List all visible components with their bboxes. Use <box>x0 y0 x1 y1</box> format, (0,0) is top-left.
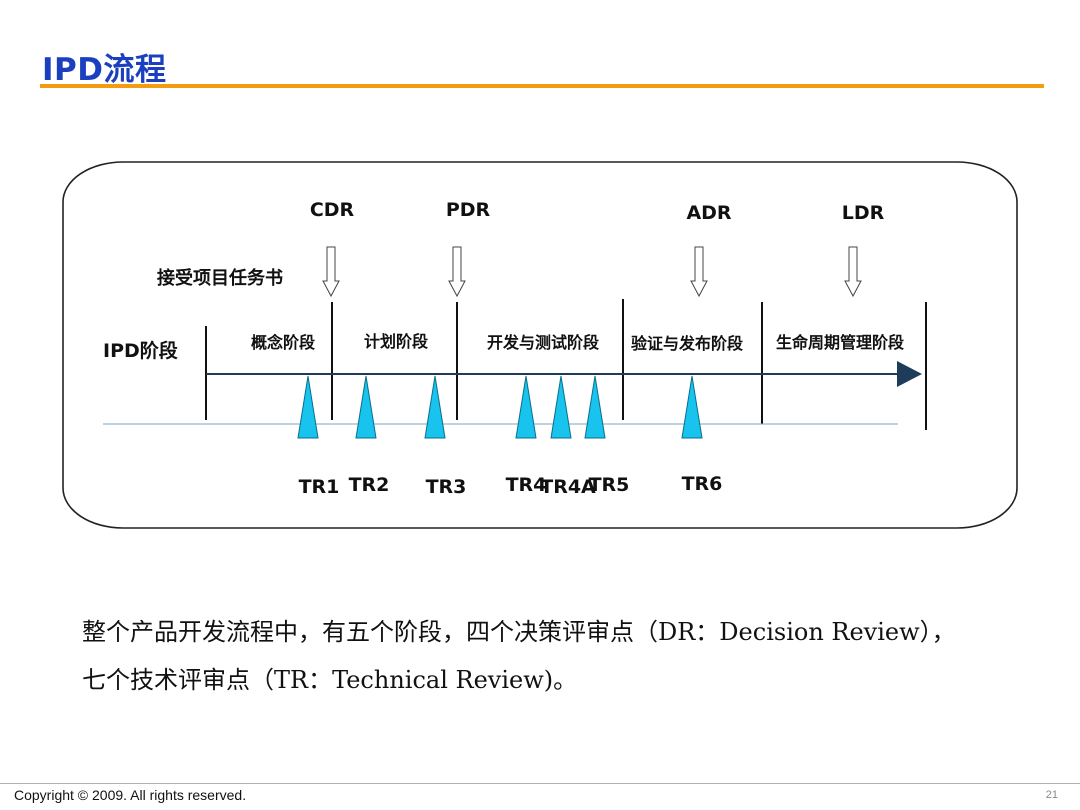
decision-point-adr: ADR <box>686 202 731 224</box>
decision-point-ldr: LDR <box>842 202 885 224</box>
start-label: 接受项目任务书 <box>157 267 283 289</box>
ldr-arrow-icon <box>844 246 862 298</box>
timeline-arrowhead-icon <box>897 361 922 387</box>
tr4a-marker <box>550 375 572 439</box>
copyright-text: Copyright © 2009. All rights reserved. <box>14 787 247 803</box>
phase-concept: 概念阶段 <box>251 333 316 352</box>
tr4a-label: TR4A <box>540 476 596 498</box>
title-underline <box>40 84 1044 88</box>
phase-plan: 计划阶段 <box>364 332 429 351</box>
phase-dev-test: 开发与测试阶段 <box>487 333 600 352</box>
caption-line-2: 七个技术评审点（TR：Technical Review)。 <box>82 666 578 694</box>
decision-point-cdr: CDR <box>310 199 355 221</box>
stage-row-label: IPD阶段 <box>103 339 179 362</box>
tr4-label: TR4 <box>506 474 547 496</box>
cdr-arrow-icon <box>322 246 340 298</box>
caption: 整个产品开发流程中，有五个阶段，四个决策评审点（DR：Decision Revi… <box>82 608 1042 704</box>
phase-lifecycle: 生命周期管理阶段 <box>776 333 905 352</box>
page-number: 21 <box>1045 789 1058 801</box>
tr4-marker <box>515 375 537 439</box>
tr3-label: TR3 <box>426 476 467 498</box>
tr1-marker <box>297 375 319 439</box>
tr2-marker <box>355 375 377 439</box>
page-title: IPD流程 <box>42 52 167 88</box>
tr2-label: TR2 <box>349 474 390 496</box>
footer-divider <box>0 783 1080 784</box>
adr-arrow-icon <box>690 246 708 298</box>
tr5-label: TR5 <box>589 474 630 496</box>
pdr-arrow-icon <box>448 246 466 298</box>
tr5-marker <box>584 375 606 439</box>
caption-line-1: 整个产品开发流程中，有五个阶段，四个决策评审点（DR：Decision Revi… <box>82 618 956 646</box>
tr3-marker <box>424 375 446 439</box>
tr6-label: TR6 <box>682 473 723 495</box>
tr6-marker <box>681 375 703 439</box>
tr1-label: TR1 <box>299 476 340 498</box>
decision-point-pdr: PDR <box>446 199 491 221</box>
phase-verify-release: 验证与发布阶段 <box>631 334 744 353</box>
diagram-frame <box>62 161 1018 529</box>
